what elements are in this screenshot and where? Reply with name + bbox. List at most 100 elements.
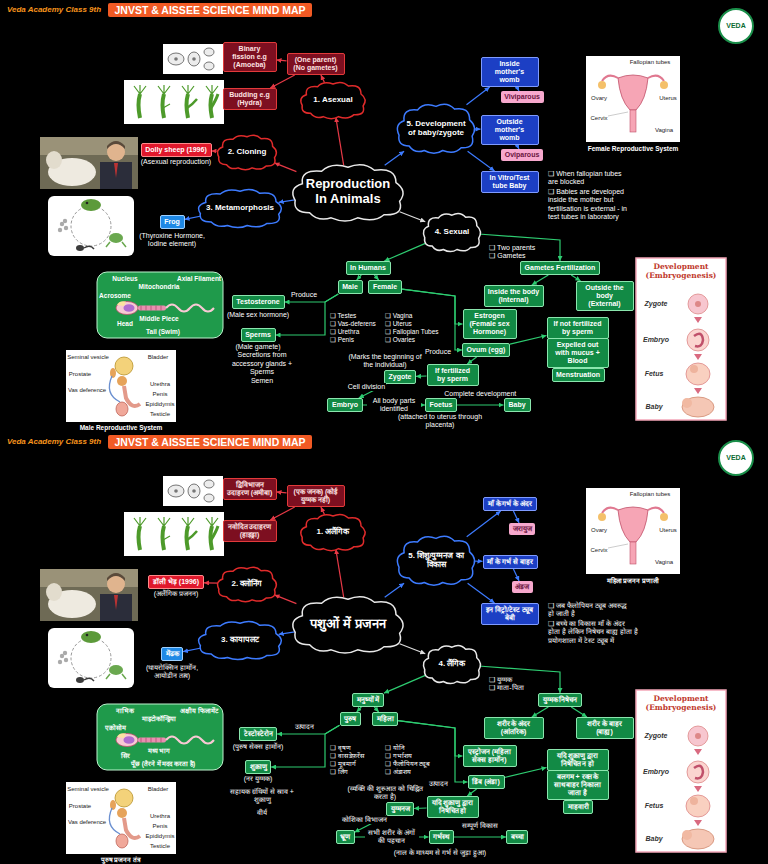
connector <box>270 75 294 88</box>
connector <box>385 151 404 165</box>
part-label: Cervix <box>590 547 607 554</box>
brand-text: Veda Academy Class 9th <box>7 437 101 447</box>
process-box: Menstruation <box>552 368 605 382</box>
node-text: टेस्टोस्टेरोन <box>243 730 273 738</box>
note-label: (व्यक्ति की शुरुआत को चिह्नित करता है) <box>345 785 425 802</box>
part-label: Female Reproductive System <box>588 145 679 152</box>
node-text: Outside mother's womb <box>485 118 535 142</box>
sperm-panel: NucleusMitochondriaAxial FilamentAcrosom… <box>97 272 223 338</box>
connector <box>279 632 297 635</box>
logo-text: VEDA <box>726 454 745 462</box>
branch-cloud: 3. कायापलट <box>195 619 285 661</box>
connector <box>457 404 504 405</box>
example-box: Frog <box>160 215 185 229</box>
part-label: Ovary <box>591 95 607 102</box>
node-text: 4. लैंगिक <box>439 659 466 668</box>
node-text: यदि शुक्राणु द्वारा निषेचित न हो <box>551 752 605 768</box>
note-label: Produce <box>291 291 317 299</box>
node-text: Embryo <box>331 401 359 409</box>
hindi-art <box>40 441 753 854</box>
branch-cloud: 2. Cloning <box>215 133 279 171</box>
connector <box>467 357 476 364</box>
node-text: यदि शुक्राणु द्वारा निषेचित हो <box>431 799 475 815</box>
node-text: Sperms <box>245 331 272 339</box>
connector <box>467 789 476 796</box>
part-label: Cervix <box>590 115 607 122</box>
node-text: एस्ट्रोजन (महिला सेक्स हार्मोन) <box>467 748 513 764</box>
node-text: 3. Metamorphosis <box>206 203 274 212</box>
connector <box>414 807 427 809</box>
header-box: JNVST & AISSEE SCIENCE MIND MAP <box>108 3 312 17</box>
node-text: द्विविभाजन उदाहरण (अमीबा) <box>227 481 273 497</box>
node-text: बलगम + रक्त के साथ बाहर निकाला जाता है <box>551 773 605 797</box>
node-text: 5. शिशु/युग्मनज का विकास <box>405 551 467 569</box>
example-box: Binary fission e.g (Amoeba) <box>223 42 277 72</box>
example-box: मेंढक <box>161 647 183 661</box>
node-text: जरायुज <box>512 525 532 533</box>
part-label: Fallopian tubes <box>630 59 671 66</box>
process-box: If not fertilized by sperm <box>547 317 609 339</box>
connector <box>467 87 490 105</box>
node-text: Baby <box>508 401 527 409</box>
bullet-item: ❑ फैलोपियन ट्यूब <box>385 760 430 768</box>
note-label: (attached to uterus through placenta) <box>385 413 495 430</box>
node-text: 5. Development of baby/zygote <box>405 119 467 137</box>
connector <box>468 151 495 171</box>
node-text: Foetus <box>429 401 453 409</box>
part-label: Baby <box>645 403 662 411</box>
process-box: Outside mother's womb <box>481 115 539 145</box>
connector <box>279 200 297 203</box>
header-box: JNVST & AISSEE SCIENCE MIND MAP <box>108 435 312 449</box>
connector <box>275 595 297 604</box>
result-box: Viviparous <box>501 91 544 103</box>
node-text: Binary fission e.g (Amoeba) <box>227 45 273 69</box>
node-text: Frog <box>164 218 181 226</box>
part-label: Epididymis <box>145 401 174 408</box>
node-text: 1. Asexual <box>313 95 352 104</box>
bullet-item: ❑ वृषण <box>330 744 351 752</box>
connector <box>321 75 325 83</box>
part-label: पुरुष प्रजनन तंत्र <box>101 856 142 863</box>
node-text: माँ के गर्भ के अंदर <box>487 500 533 508</box>
branch-cloud: 5. शिशु/युग्मनज का विकास <box>394 533 478 587</box>
cloud-outline <box>293 597 403 653</box>
connector <box>321 507 325 515</box>
branch-cloud: 5. Development of baby/zygote <box>394 101 478 155</box>
bullet-item: ❑ Gametes <box>489 252 526 260</box>
bullet-item: ❑ लिंग <box>330 768 348 776</box>
part-label: Embryo <box>643 336 669 344</box>
node-text: बच्चा <box>510 833 524 841</box>
node-text: इन विट्रो/टेस्ट ट्यूब बेबी <box>485 606 535 622</box>
part-label: Vagina <box>655 559 673 566</box>
result-box: जरायुज <box>509 523 535 535</box>
connector <box>467 511 501 537</box>
node-text: शरीर के बाहर (बाह्य) <box>580 720 630 736</box>
part-label: Mitochondria <box>139 283 180 290</box>
part-label: Embryo <box>643 768 669 776</box>
cloud-outline <box>397 536 474 585</box>
part-label: महिला प्रजनन प्रणाली <box>607 577 660 584</box>
bullet-item: ❑ अंडाशय <box>385 768 411 776</box>
connector <box>398 721 463 756</box>
note-label: (Male gamete) <box>235 343 280 351</box>
connector <box>479 666 560 693</box>
process-box: Baby <box>504 398 531 412</box>
process-box: पुरुष <box>340 712 361 726</box>
part-label: अक्षीय फिलामेंट <box>180 707 218 714</box>
part-label: सिर <box>121 752 130 759</box>
node-text: Dolly sheep (1996) <box>145 146 208 154</box>
node-text: Estrogen (Female sex Hormone) <box>467 312 513 336</box>
cloud-outline <box>397 104 474 153</box>
process-box: बच्चा <box>506 830 528 844</box>
bullet-item: ❑ योनि <box>385 744 405 752</box>
part-label: मध्य भाग <box>148 747 171 754</box>
connector <box>336 549 344 597</box>
part-label: Zygote <box>645 300 668 308</box>
bullet-item: ❑ माता-पिता <box>489 684 524 692</box>
node-text: Ovum (egg) <box>466 346 506 354</box>
result-box: Oviparous <box>501 149 543 161</box>
part-label: Nucleus <box>112 275 137 282</box>
branch-cloud: 2. क्लोनिंग <box>215 565 279 603</box>
process-box: गर्भस्थ <box>429 830 454 844</box>
connector <box>479 234 560 261</box>
